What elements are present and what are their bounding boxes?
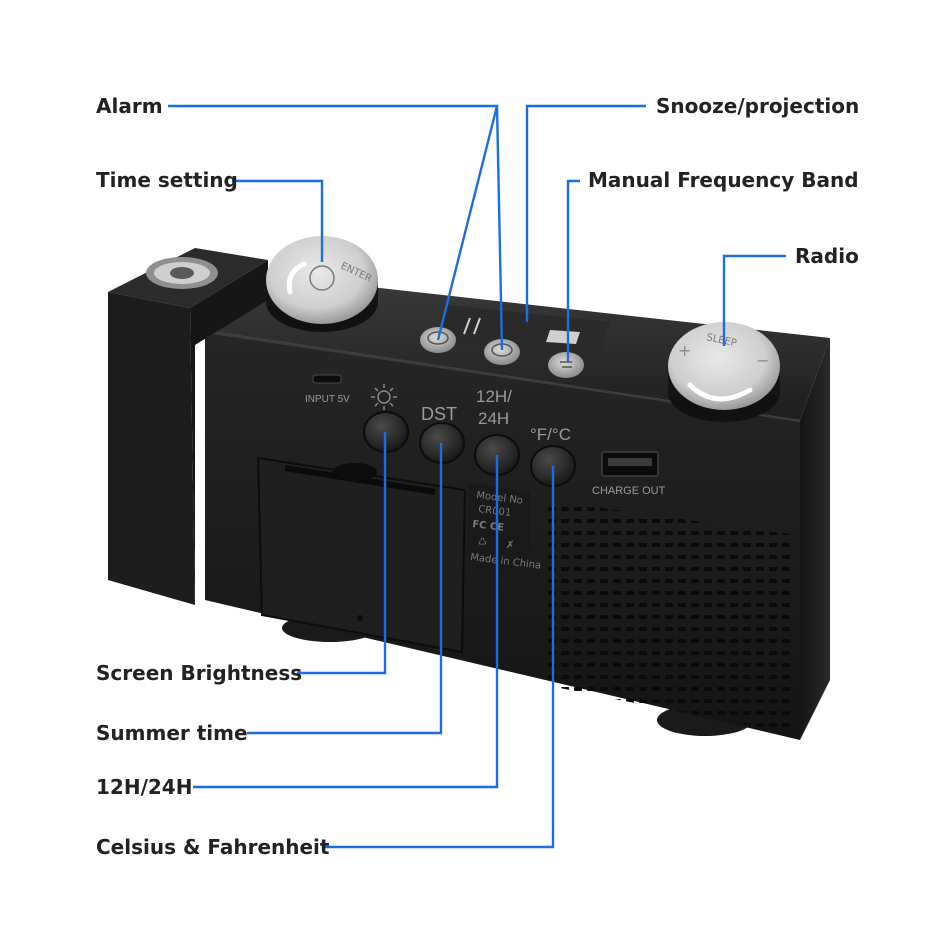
callout-hour-format: 12H/24H (96, 775, 193, 799)
model-number: CR001 (478, 504, 512, 519)
brightness-label-icon (371, 384, 397, 410)
hour-format-label-top: 12H/ (476, 387, 512, 406)
callout-alarm: Alarm (96, 94, 163, 118)
callout-time-setting: Time setting (96, 168, 238, 192)
recycle-icon: ♺ (478, 537, 487, 548)
callout-summer-time: Summer time (96, 721, 248, 745)
leader-time-setting (232, 179, 324, 262)
hour-format-label-bottom: 24H (478, 409, 509, 428)
radio-knob[interactable]: SLEEP + − (668, 322, 780, 422)
knob-minus-label: − (756, 351, 769, 370)
leader-lines (168, 104, 786, 849)
leader-screen-brightness (297, 432, 387, 675)
leader-snooze-projection (525, 104, 646, 322)
band-icon (546, 330, 580, 344)
leader-hour-format (193, 455, 499, 789)
callout-manual-frequency-band: Manual Frequency Band (588, 168, 859, 192)
leader-alarm-branch (495, 105, 504, 351)
input-5v-label: INPUT 5V (305, 394, 350, 405)
dst-label: DST (421, 404, 457, 424)
callout-radio: Radio (795, 244, 859, 268)
speaker-grille (545, 500, 795, 735)
temp-unit-label: °F/°C (530, 425, 571, 444)
leader-summer-time (247, 443, 443, 735)
callout-screen-brightness: Screen Brightness (96, 661, 303, 685)
projector-module (108, 248, 268, 605)
knob-plus-label: + (678, 341, 691, 360)
bin-icon: ✗ (506, 540, 514, 551)
time-setting-knob[interactable]: ENTER (266, 236, 378, 332)
charge-out-port: CHARGE OUT (592, 451, 666, 497)
sun-icon (371, 384, 397, 410)
callout-celsius-fahrenheit: Celsius & Fahrenheit (96, 835, 330, 859)
callout-snooze-projection: Snooze/projection (656, 94, 860, 118)
battery-compartment (256, 456, 467, 654)
snooze-icon (463, 317, 481, 335)
leader-manual-frequency-band (566, 179, 580, 362)
leader-radio (722, 254, 786, 346)
input-5v-port: INPUT 5V (305, 374, 350, 405)
charge-out-label: CHARGE OUT (592, 485, 666, 497)
leader-celsius-fahrenheit (323, 466, 555, 849)
manual-frequency-band-button[interactable] (548, 352, 584, 378)
model-label-plate: Model No CR001 FC CE ♺ ✗ Made in China (468, 482, 542, 580)
